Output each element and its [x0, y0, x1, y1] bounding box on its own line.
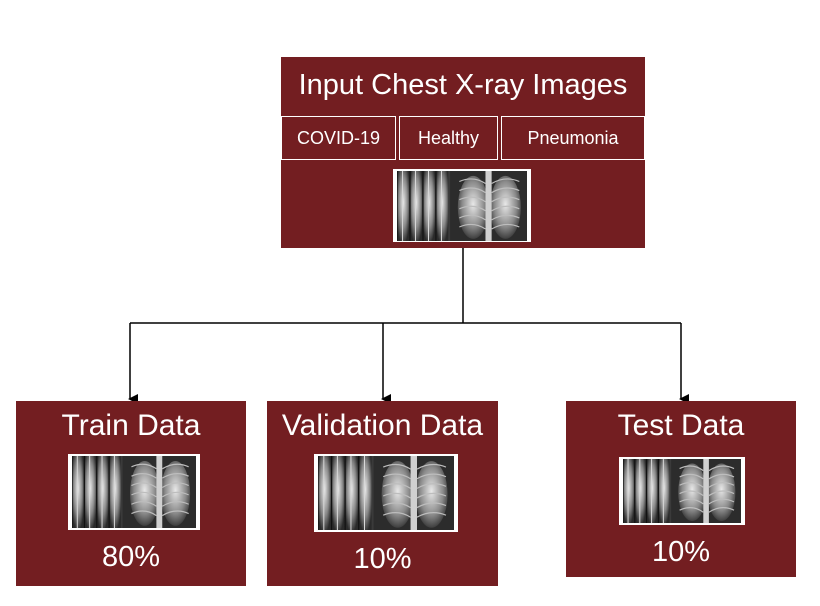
train-block: Train Data 80% — [16, 401, 246, 586]
class-label-pneumonia: Pneumonia — [501, 116, 645, 160]
test-xray-image — [619, 457, 745, 525]
test-block: Test Data 10% — [566, 401, 796, 577]
test-percent: 10% — [651, 536, 711, 568]
validation-title: Validation Data — [281, 409, 484, 442]
class-label-healthy: Healthy — [399, 116, 498, 160]
validation-xray-image — [314, 454, 458, 532]
validation-percent: 10% — [353, 543, 412, 575]
validation-block: Validation Data 10% — [267, 401, 498, 586]
train-xray-image — [68, 454, 200, 530]
train-percent: 80% — [101, 541, 161, 573]
class-label-covid: COVID-19 — [281, 116, 396, 160]
input-title: Input Chest X-ray Images — [298, 68, 628, 101]
test-title: Test Data — [617, 409, 745, 442]
input-xray-image — [393, 169, 531, 242]
train-title: Train Data — [61, 409, 201, 442]
